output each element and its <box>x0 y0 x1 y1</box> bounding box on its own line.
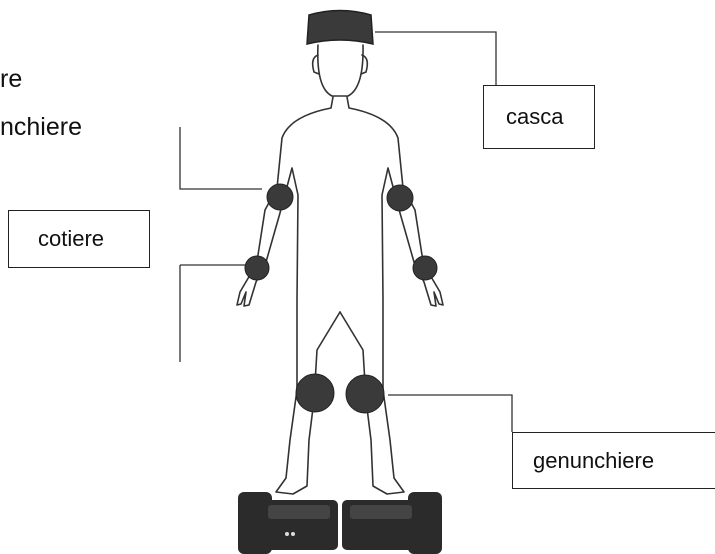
label-cotiere: cotiere <box>8 210 150 268</box>
leader-line-elbow <box>180 127 262 189</box>
person-torso-right <box>340 97 443 494</box>
label-casca: casca <box>483 85 595 149</box>
leader-lines <box>180 32 512 432</box>
hoverboard-light <box>291 532 295 536</box>
label-genunchiere-text: genunchiere <box>533 448 654 474</box>
label-cotiere-text: cotiere <box>38 226 104 252</box>
label-casca-text: casca <box>506 104 563 130</box>
person-head <box>318 45 363 96</box>
hoverboard-icon <box>238 492 442 554</box>
leader-line-genunchiere <box>388 395 512 432</box>
knee-pad-right <box>346 375 384 413</box>
hoverboard-pad-right <box>350 505 412 519</box>
helmet-icon <box>307 11 373 45</box>
pads <box>245 184 437 413</box>
wrist-pad-right <box>413 256 437 280</box>
person-torso-left <box>237 97 340 494</box>
hoverboard-pad-left <box>268 505 330 519</box>
label-genunchiere: genunchiere <box>512 432 715 489</box>
wrist-pad-left <box>245 256 269 280</box>
elbow-pad-left <box>267 184 293 210</box>
hoverboard-light <box>285 532 289 536</box>
elbow-pad-right <box>387 185 413 211</box>
knee-pad-left <box>296 374 334 412</box>
leader-line-casca <box>375 32 496 85</box>
